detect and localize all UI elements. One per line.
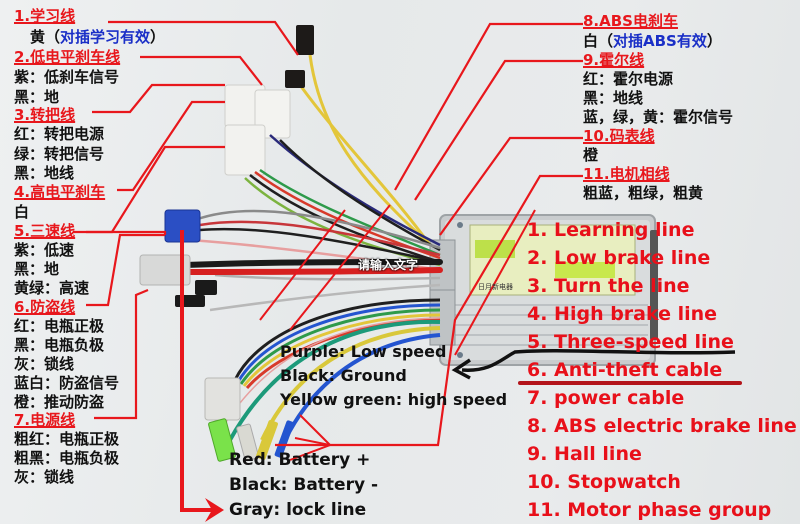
speed-note: Yellow green: high speed [280,390,508,409]
legend-10-heading: 10.码表线 [583,127,655,145]
legend-9-line: 黑：地线 [583,89,644,107]
english-list-item: 1. Learning line [527,219,695,241]
leader-line-8 [394,22,583,191]
leader-line-9 [414,59,583,201]
left-leader-lines [73,20,299,420]
legend-11-line: 粗蓝，粗绿，粗黄 [583,184,704,202]
hall-wires [233,298,441,389]
controller-box [429,214,658,366]
legend-1-heading: 1.学习线 [14,7,76,25]
legend-7-line: 粗黑：电瓶负极 [14,449,120,467]
english-list-item: 5. Three-speed line [527,331,734,353]
legend-6-line: 橙：推动防盗 [14,393,105,411]
legend-3-heading: 3.转把线 [14,106,76,124]
english-list-item: 3. Turn the line [527,275,690,297]
legend-6-heading: 6.防盗线 [14,298,76,316]
leader-line-10 [439,136,583,236]
leader-line-5 [86,145,225,234]
leader-line-2 [140,55,263,86]
speed-note: Purple: Low speed [280,342,447,361]
legend-9-heading: 9.霍尔线 [583,51,645,69]
legend-2-line: 紫：低刹车信号 [14,68,120,86]
legend-4-heading: 4.高电平刹车 [14,183,106,201]
legend-4-line: 白 [14,203,30,221]
legend-11-heading: 11.电机相线 [583,165,670,183]
signal-wires [189,134,441,312]
controller-maker-label: 日月新电器 [478,283,513,291]
english-list-item: 2. Low brake line [527,247,711,269]
right-leader-lines [275,22,583,447]
legend-5-line: 紫：低速 [14,241,75,259]
speed-note: Black: Ground [280,366,407,385]
white-connectors [224,84,291,176]
green-terminal [208,418,236,462]
english-list-item: 10. Stopwatch [527,471,681,493]
watermark-text: 请输入文字 [358,258,419,272]
leader-line-3 [92,83,225,114]
legend-7-heading: 7.电源线 [14,411,76,429]
gray-connector [139,254,191,286]
power-wires [182,259,443,275]
english-list-item: 8. ABS electric brake line [527,415,797,437]
legend-2-line: 黑：地 [14,88,60,106]
english-list-item: 9. Hall line [527,443,642,465]
legend-3-line: 黑：地线 [14,164,75,182]
legend-6-line: 蓝白：防盗信号 [14,374,120,392]
learning-wire [285,25,432,246]
legend-6-line: 灰：锁线 [14,355,75,373]
legend-5-line: 黄绿：高速 [14,279,90,297]
leader-line-1 [108,20,299,56]
legend-1-line: 黄（对插学习有效） [30,28,166,46]
english-list-item: 7. power cable [527,387,685,409]
legend-3-line: 红：转把电源 [14,125,105,143]
legend-2-heading: 2.低电平刹车线 [14,48,121,66]
legend-5-line: 黑：地 [14,260,60,278]
legend-7-line: 灰：锁线 [14,468,75,486]
english-list-item: 6. Anti-theft cable [527,359,723,381]
legend-9-line: 蓝，绿，黄：霍尔信号 [583,108,734,126]
english-list-item: 11. Motor phase group [527,499,772,521]
leader-line-4 [117,100,225,192]
legend-6-line: 红：电瓶正极 [14,317,105,335]
legend-5-heading: 5.三速线 [14,222,76,240]
legend-7-line: 粗红：电瓶正极 [14,430,120,448]
anti-theft-pointer [451,348,736,380]
legend-8-line: 白（对插ABS有效） [583,32,722,50]
legend-9-line: 红：霍尔电源 [583,70,674,88]
leader-line-11 [275,174,583,447]
english-list-item: 4. High brake line [527,303,718,325]
legend-8-heading: 8.ABS电刹车 [583,12,678,30]
legend-6-line: 黑：电瓶负极 [14,336,105,354]
power-note: Gray: lock line [229,500,367,520]
leader-line-7 [94,288,149,420]
legend-10-line: 橙 [583,146,599,164]
power-arrow [180,230,224,522]
power-note: Red: Battery + [229,450,371,470]
legend-3-line: 绿：转把信号 [14,145,105,163]
leader-line-6 [86,233,165,307]
power-note: Black: Battery - [229,475,379,495]
